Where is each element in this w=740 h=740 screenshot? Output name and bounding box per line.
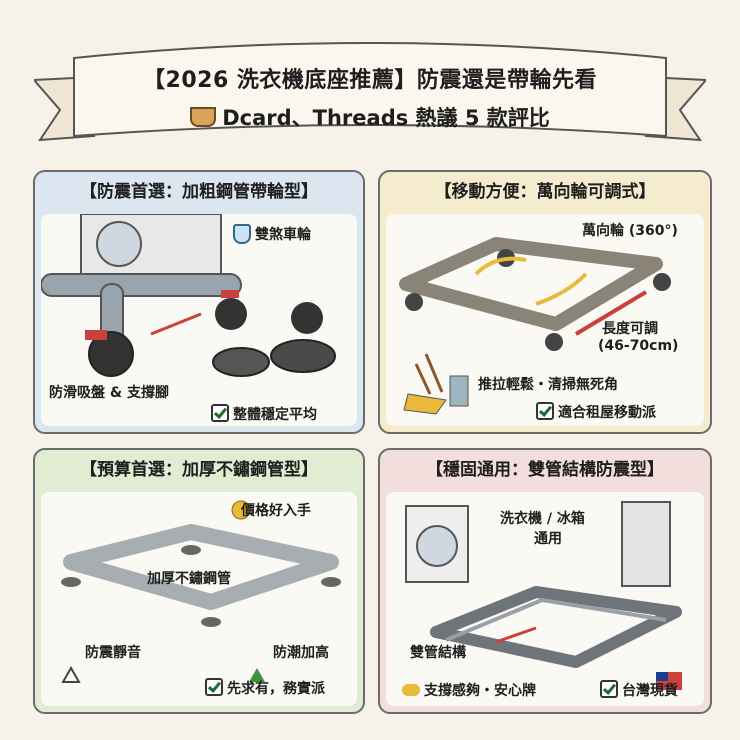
label-length-adjustable: 長度可調 bbox=[602, 321, 658, 337]
label-universal: 通用 bbox=[534, 531, 562, 547]
label-quiet: 防震靜音 bbox=[85, 645, 141, 661]
panel-body: 洗衣機 / 冰箱 通用 雙管結構 支撐感夠・安心牌 台灣現貨 bbox=[386, 492, 704, 706]
label-overall-stable: 整體穩定平均 bbox=[211, 404, 317, 424]
label-affordable: 價格好入手 bbox=[241, 503, 311, 519]
label-swivel-wheel: 萬向輪 (360°) bbox=[582, 223, 678, 239]
banner-subtitle: Dcard、Threads 熱議 5 款評比 bbox=[34, 102, 706, 132]
label-moisture-raise: 防潮加高 bbox=[273, 645, 329, 661]
label-renter-friendly: 適合租屋移動派 bbox=[536, 402, 656, 422]
panel-body: 價格好入手 加厚不鏽鋼管 防震靜音 防潮加高 先求有，務實派 bbox=[41, 492, 357, 706]
panel-budget: 【預算首選：加厚不鏽鋼管型】 價格好入手 加厚不鏽鋼管 防震靜音 防潮加高 先求… bbox=[33, 448, 365, 714]
checkbox-icon bbox=[205, 678, 223, 696]
panel-body: 雙煞車輪 防滑吸盤 & 支撐腳 整體穩定平均 bbox=[41, 214, 357, 426]
basket-icon bbox=[190, 107, 217, 127]
panel-title: 【穩固通用：雙管結構防震型】 bbox=[426, 460, 664, 480]
label-length-range: (46-70cm) bbox=[598, 338, 679, 354]
panel-double-pipe: 【穩固通用：雙管結構防震型】 洗衣機 / 冰箱 通用 雙管結構 支撐感夠・安心牌… bbox=[378, 448, 712, 714]
label-double-pipe: 雙管結構 bbox=[410, 645, 466, 661]
stainless-frame-illustration bbox=[61, 500, 341, 683]
ribbon-banner-shape bbox=[34, 42, 706, 142]
label-brake-wheels: 雙煞車輪 bbox=[255, 227, 311, 243]
panel-title: 【預算首選：加厚不鏽鋼管型】 bbox=[80, 460, 318, 480]
label-taiwan-stock: 台灣現貨 bbox=[600, 680, 678, 700]
label-stainless-pipe: 加厚不鏽鋼管 bbox=[147, 571, 231, 587]
shield-icon bbox=[233, 224, 251, 244]
checkbox-icon bbox=[536, 402, 554, 420]
handshake-icon bbox=[402, 684, 420, 696]
checkbox-icon bbox=[600, 680, 618, 698]
title-banner: 【2026 洗衣機底座推薦】防震還是帶輪先看 Dcard、Threads 熱議 … bbox=[34, 18, 706, 166]
label-push-pull-clean: 推拉輕鬆・清掃無死角 bbox=[478, 377, 618, 393]
label-practical: 先求有，務實派 bbox=[205, 678, 325, 698]
label-reliable-support: 支撐感夠・安心牌 bbox=[402, 680, 536, 700]
panel-mobility: 【移動方便：萬向輪可調式】 萬向輪 (360°) 長度可調 (46-70cm) … bbox=[378, 170, 712, 434]
double-pipe-frame-illustration bbox=[405, 501, 682, 690]
adjustable-caster-frame-illustration bbox=[399, 237, 671, 415]
panel-title: 【移動方便：萬向輪可調式】 bbox=[434, 182, 656, 202]
banner-title: 【2026 洗衣機底座推薦】防震還是帶輪先看 bbox=[143, 68, 597, 93]
steel-pipe-frame-illustration bbox=[41, 214, 336, 377]
checkbox-icon bbox=[211, 404, 229, 422]
label-suction-cups: 防滑吸盤 & 支撐腳 bbox=[49, 385, 169, 401]
panel-shockproof: 【防震首選：加粗鋼管帶輪型】 雙煞車輪 防滑吸盤 & 支撐腳 整體穩定平均 bbox=[33, 170, 365, 434]
panel-body: 萬向輪 (360°) 長度可調 (46-70cm) 推拉輕鬆・清掃無死角 適合租… bbox=[386, 214, 704, 426]
panel-title: 【防震首選：加粗鋼管帶輪型】 bbox=[80, 182, 318, 202]
label-washer-fridge: 洗衣機 / 冰箱 bbox=[500, 511, 585, 527]
